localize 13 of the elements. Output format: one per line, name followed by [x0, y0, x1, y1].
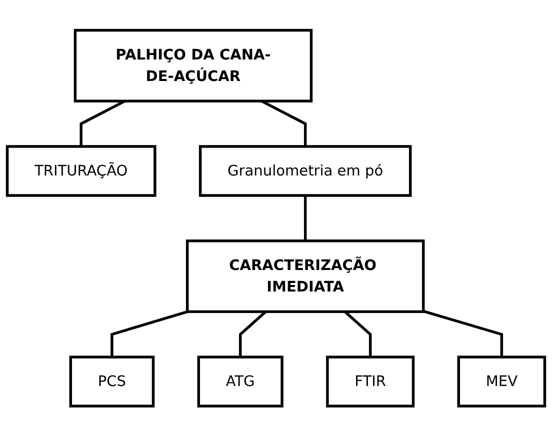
node-box: CARACTERIZAÇÃO IMEDIATA [186, 239, 425, 313]
connector [422, 310, 504, 357]
node-box: Granulometria em pó [198, 144, 412, 197]
connector [304, 195, 307, 241]
node-box: PALHIÇO DA CANA-DE-AÇÚCAR [74, 28, 313, 102]
node-box: FTIR [326, 356, 415, 408]
node-box: TRITURAÇÃO [6, 144, 156, 197]
node-box: MEV [457, 356, 546, 408]
node-box: PCS [69, 356, 155, 408]
connector [110, 310, 188, 357]
connector [80, 100, 126, 146]
connector [260, 100, 307, 146]
node-box: ATG [197, 356, 284, 408]
